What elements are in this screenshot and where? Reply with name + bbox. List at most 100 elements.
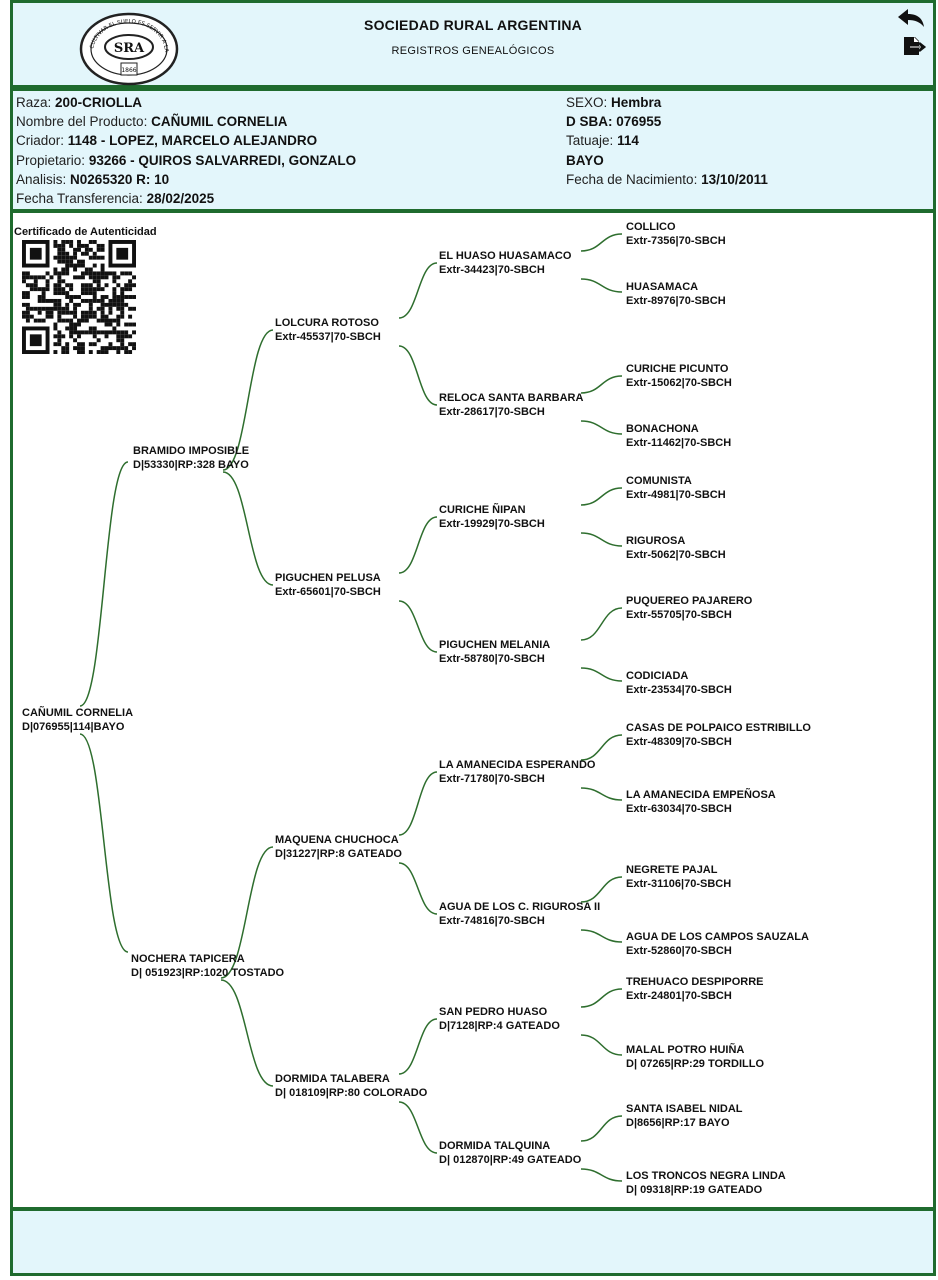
pedigree-node-g4-12: TREHUACO DESPIPORRE Extr-24801|70-SBCH [626,975,764,1003]
animal-info-panel [10,88,936,212]
pedigree-name: CASAS DE POLPAICO ESTRIBILLO [626,722,811,734]
pedigree-registration: Extr-28617|70-SBCH [439,406,545,418]
pedigree-name: RELOCA SANTA BARBARA [439,392,584,404]
svg-text:1866: 1866 [121,67,136,74]
footer-panel [10,1208,936,1276]
pedigree-registration: Extr-52860|70-SBCH [626,945,732,957]
pedigree-node-g4-0: COLLICO Extr-7356|70-SBCH [626,220,726,248]
pedigree-registration: Extr-19929|70-SBCH [439,518,545,530]
pedigree-registration: Extr-7356|70-SBCH [626,235,726,247]
pedigree-node-dam: NOCHERA TAPICERA D| 051923|RP:1020 TOSTAD… [131,952,284,980]
pedigree-node-g4-13: MALAL POTRO HUIÑA D| 07265|RP:29 TORDILLO [626,1043,764,1071]
pedigree-name: PIGUCHEN PELUSA [275,572,381,584]
producto-field: Nombre del Producto: CAÑUMIL CORNELIA [16,114,288,129]
pedigree-name: PIGUCHEN MELANIA [439,639,551,651]
pedigree-registration: Extr-55705|70-SBCH [626,609,732,621]
pedigree-registration: D|7128|RP:4 GATEADO [439,1020,560,1032]
pedigree-node-g4-4: COMUNISTA Extr-4981|70-SBCH [626,474,726,502]
pedigree-name: BONACHONA [626,423,699,435]
pedigree-name: COLLICO [626,221,676,233]
pedigree-node-sire: BRAMIDO IMPOSIBLE D|53330|RP:328 BAYO [133,444,249,472]
pedigree-name: CODICIADA [626,670,689,682]
pedigree-node-g4-6: PUQUEREO PAJARERO Extr-55705|70-SBCH [626,594,752,622]
analisis-field: Analisis: N0265320 R: 10 [16,172,170,187]
pedigree-name: CURICHE PICUNTO [626,363,729,375]
pedigree-node-g3-1: RELOCA SANTA BARBARA Extr-28617|70-SBCH [439,391,583,419]
pedigree-node-g4-10: NEGRETE PAJAL Extr-31106|70-SBCH [626,863,731,891]
pedigree-panel [10,210,936,1210]
pedigree-registration: Extr-11462|70-SBCH [626,437,732,449]
pedigree-name: LA AMANECIDA EMPEÑOSA [626,789,776,801]
pedigree-name: DORMIDA TALABERA [275,1073,390,1085]
pedigree-registration: Extr-65601|70-SBCH [275,586,381,598]
pedigree-name: CURICHE ÑIPAN [439,504,526,516]
pedigree-registration: Extr-8976|70-SBCH [626,295,726,307]
header-subtitle: REGISTROS GENEALÓGICOS [391,45,555,57]
exit-icon[interactable] [901,35,929,57]
pedigree-registration: D| 018109|RP:80 COLORADO [275,1087,428,1099]
header-panel: SRA CULTIVAR EL SUELO ES SERVIR A LA PAT… [10,0,936,88]
pedigree-node-g2-3: DORMIDA TALABERA D| 018109|RP:80 COLORADO [275,1072,427,1100]
pedigree-name: MAQUENA CHUCHOCA [275,834,399,846]
pedigree-name: NOCHERA TAPICERA [131,953,245,965]
pedigree-registration: D| 09318|RP:19 GATEADO [626,1184,763,1196]
pedigree-name: HUASAMACA [626,281,699,293]
pedigree-registration: Extr-58780|70-SBCH [439,653,545,665]
pedigree-node-g4-11: AGUA DE LOS CAMPOS SAUZALA Extr-52860|70-… [626,930,809,958]
pedigree-name: AGUA DE LOS C. RIGUROSA II [439,901,601,913]
criador-field: Criador: 1148 - LOPEZ, MARCELO ALEJANDRO [16,133,318,148]
tatuaje-field: Tatuaje: 114 [566,133,639,148]
pedigree-registration: Extr-45537|70-SBCH [275,331,381,343]
header-title: SOCIEDAD RURAL ARGENTINA [364,17,582,33]
pedigree-node-g4-8: CASAS DE POLPAICO ESTRIBILLO Extr-48309|7… [626,721,811,749]
pedigree-node-g3-2: CURICHE ÑIPAN Extr-19929|70-SBCH [439,503,545,531]
pedigree-name: LOLCURA ROTOSO [275,317,379,329]
svg-text:SRA: SRA [114,41,145,56]
pedigree-node-g4-7: CODICIADA Extr-23534|70-SBCH [626,669,732,697]
dsba-field: D SBA: 076955 [566,114,662,129]
back-arrow-icon[interactable] [896,7,926,29]
pedigree-name: TREHUACO DESPIPORRE [626,976,764,988]
sexo-field: SEXO: Hembra [566,95,662,110]
transferencia-field: Fecha Transferencia: 28/02/2025 [16,191,215,206]
pedigree-registration: D|076955|114|BAYO [22,721,125,733]
nacimiento-field: Fecha de Nacimiento: 13/10/2011 [566,172,768,187]
pedigree-registration: Extr-71780|70-SBCH [439,773,545,785]
pedigree-name: BRAMIDO IMPOSIBLE [133,445,250,457]
pedigree-name: EL HUASO HUASAMACO [439,250,572,262]
pedigree-registration: D| 07265|RP:29 TORDILLO [626,1058,764,1070]
certificate-label: Certificado de Autenticidad [14,226,157,238]
qr-code[interactable] [22,240,136,354]
pedigree-node-g2-1: PIGUCHEN PELUSA Extr-65601|70-SBCH [275,571,381,599]
pedigree-name: DORMIDA TALQUINA [439,1140,551,1152]
raza-field: Raza: 200-CRIOLLA [16,95,143,110]
pedigree-registration: Extr-4981|70-SBCH [626,489,726,501]
pedigree-node-g3-3: PIGUCHEN MELANIA Extr-58780|70-SBCH [439,638,550,666]
pedigree-node-g3-7: DORMIDA TALQUINA D| 012870|RP:49 GATEADO [439,1139,581,1167]
pedigree-name: COMUNISTA [626,475,692,487]
pedigree-registration: Extr-5062|70-SBCH [626,549,726,561]
pedigree-registration: Extr-31106|70-SBCH [626,878,732,890]
pedigree-registration: Extr-24801|70-SBCH [626,990,732,1002]
pedigree-name: MALAL POTRO HUIÑA [626,1044,745,1056]
propietario-field: Propietario: 93266 - QUIROS SALVARREDI, … [16,153,357,168]
pedigree-node-g2-0: LOLCURA ROTOSO Extr-45537|70-SBCH [275,316,381,344]
pedigree-registration: D| 051923|RP:1020 TOSTADO [131,967,285,979]
pedigree-node-g4-3: BONACHONA Extr-11462|70-SBCH [626,422,731,450]
pedigree-name: PUQUEREO PAJARERO [626,595,753,607]
pedigree-registration: Extr-48309|70-SBCH [626,736,732,748]
pedigree-name: NEGRETE PAJAL [626,864,718,876]
pedigree-registration: D| 012870|RP:49 GATEADO [439,1154,582,1166]
pedigree-registration: Extr-23534|70-SBCH [626,684,732,696]
pedigree-name: CAÑUMIL CORNELIA [22,707,134,719]
pedigree-name: SAN PEDRO HUASO [439,1006,548,1018]
pedigree-registration: D|31227|RP:8 GATEADO [275,848,402,860]
pedigree-name: AGUA DE LOS CAMPOS SAUZALA [626,931,809,943]
pedigree-registration: D|53330|RP:328 BAYO [133,459,249,471]
